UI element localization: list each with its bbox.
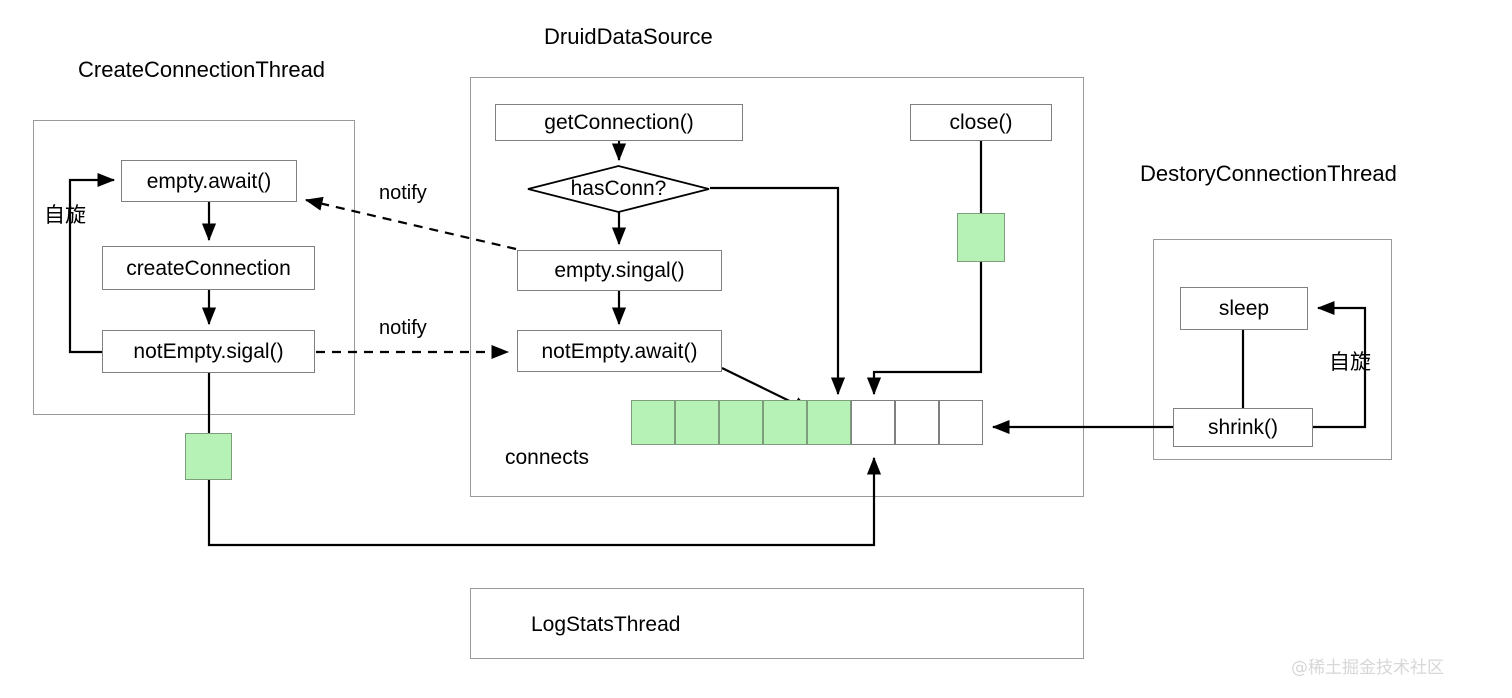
node-sleep-label: sleep bbox=[1218, 297, 1270, 320]
spin-label-right: 自旋 bbox=[1329, 350, 1371, 374]
node-not-empty-sigal[interactable]: notEmpty.sigal() bbox=[102, 330, 315, 373]
notify-label-bottom: notify bbox=[379, 317, 427, 339]
connects-cell-1[interactable] bbox=[675, 400, 719, 445]
node-empty-singal-label: empty.singal() bbox=[554, 259, 685, 282]
connects-array bbox=[631, 400, 983, 445]
connects-cell-5[interactable] bbox=[851, 400, 895, 445]
node-sleep[interactable]: sleep bbox=[1180, 287, 1308, 330]
node-close-label: close() bbox=[949, 111, 1013, 134]
node-shrink[interactable]: shrink() bbox=[1173, 408, 1313, 447]
node-empty-await[interactable]: empty.await() bbox=[121, 160, 297, 202]
connects-cell-6[interactable] bbox=[895, 400, 939, 445]
group-title-druid-data-source: DruidDataSource bbox=[544, 24, 713, 49]
node-close[interactable]: close() bbox=[910, 104, 1052, 141]
node-has-conn[interactable]: hasConn? bbox=[527, 165, 710, 213]
connects-cell-3[interactable] bbox=[763, 400, 807, 445]
connects-array-caption: connects bbox=[505, 446, 590, 469]
node-not-empty-sigal-label: notEmpty.sigal() bbox=[133, 340, 284, 363]
node-empty-await-label: empty.await() bbox=[146, 169, 272, 193]
node-create-connection[interactable]: createConnection bbox=[102, 246, 315, 290]
node-empty-singal[interactable]: empty.singal() bbox=[517, 250, 722, 291]
node-create-connection-label: createConnection bbox=[126, 256, 291, 280]
group-title-destory-connection-thread: DestoryConnectionThread bbox=[1140, 161, 1397, 186]
green-marker-close bbox=[957, 213, 1005, 262]
green-marker-create-connection-thread bbox=[185, 433, 232, 480]
node-not-empty-await-label: notEmpty.await() bbox=[541, 339, 698, 363]
watermark: @稀土掘金技术社区 bbox=[1291, 658, 1444, 678]
connects-cell-2[interactable] bbox=[719, 400, 763, 445]
container-destory-connection-thread bbox=[1153, 239, 1392, 460]
node-has-conn-label: hasConn? bbox=[570, 177, 667, 200]
diamond-shape-icon bbox=[527, 165, 710, 213]
node-get-connection-label: getConnection() bbox=[544, 111, 694, 134]
connects-cell-7[interactable] bbox=[939, 400, 983, 445]
node-shrink-label: shrink() bbox=[1207, 416, 1278, 439]
node-get-connection[interactable]: getConnection() bbox=[495, 104, 743, 141]
group-title-create-connection-thread: CreateConnectionThread bbox=[78, 57, 326, 82]
node-not-empty-await[interactable]: notEmpty.await() bbox=[517, 330, 722, 372]
connects-cell-0[interactable] bbox=[631, 400, 675, 445]
spin-label-left: 自旋 bbox=[44, 203, 86, 227]
container-create-connection-thread bbox=[33, 120, 355, 415]
node-log-stats-thread-label: LogStatsThread bbox=[531, 613, 681, 636]
notify-label-top: notify bbox=[379, 182, 427, 204]
connects-cell-4[interactable] bbox=[807, 400, 851, 445]
container-log-stats-thread bbox=[470, 588, 1084, 659]
